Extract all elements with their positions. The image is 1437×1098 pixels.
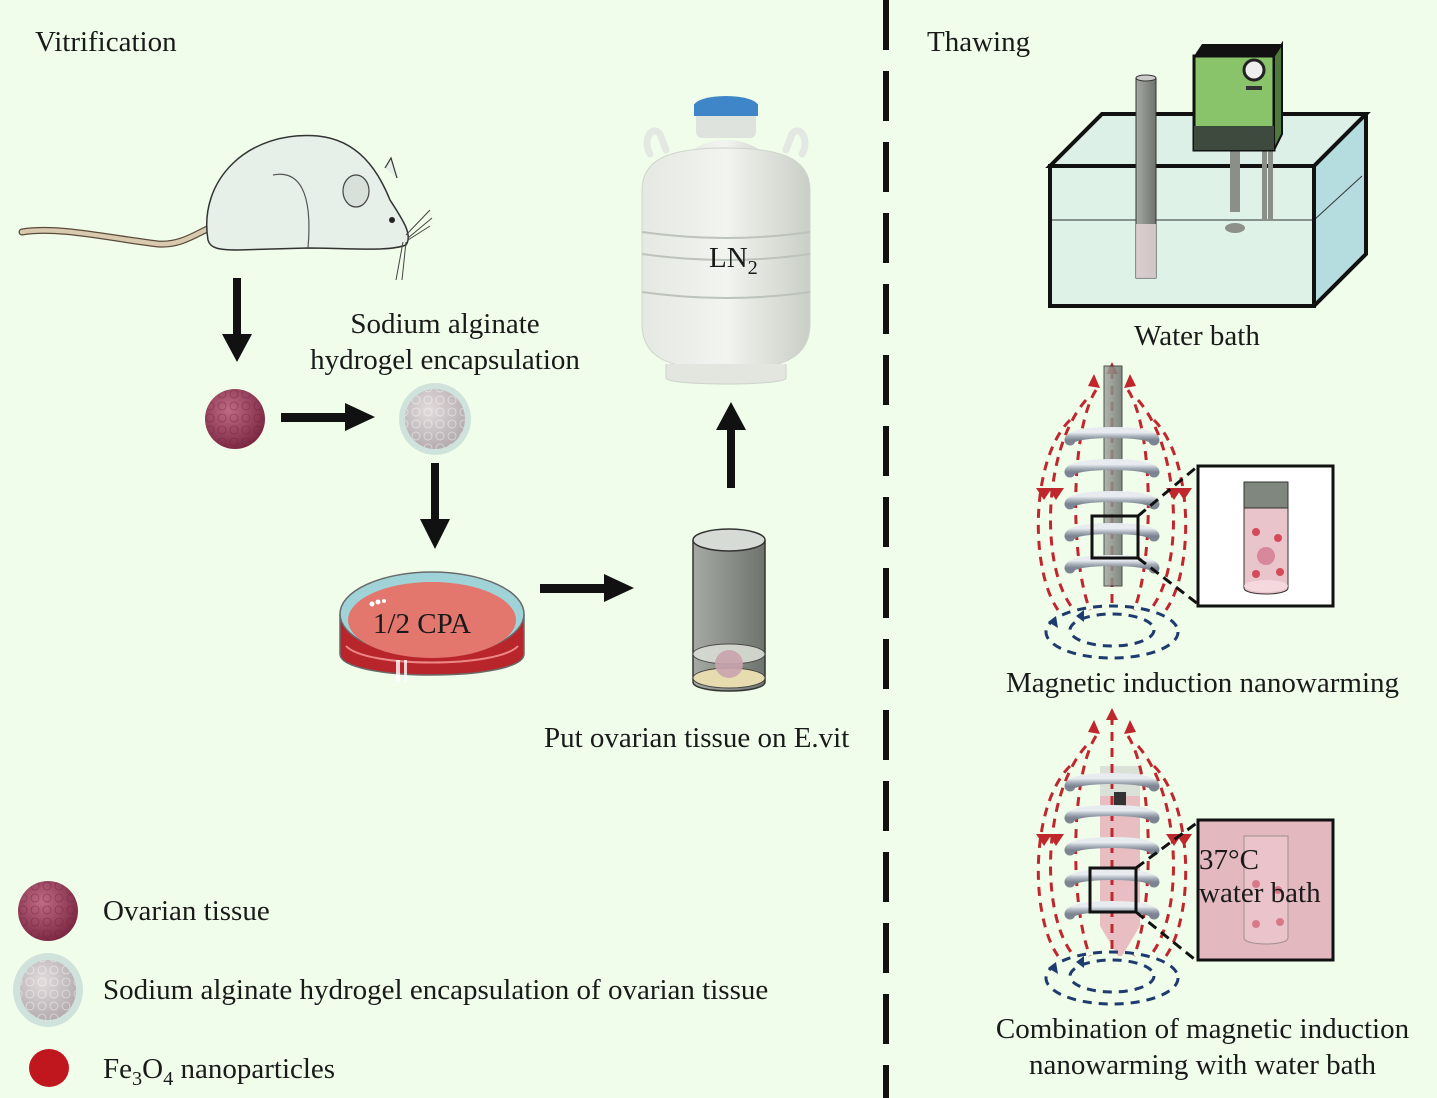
magnetic-induction-label: Magnetic induction nanowarming [1005,667,1399,699]
ln2-label-main: LN [709,242,748,274]
alginate-label-line2: hydrogel encapsulation [310,344,580,376]
water-bath-label: Water bath [1134,320,1260,352]
ln2-label: LN2 [709,240,758,280]
petri-dish-icon [339,571,525,682]
nanoparticles-text: nanoparticles [173,1053,336,1085]
combination-label-line2: nanowarming with water bath [1028,1049,1377,1081]
evit-label: Put ovarian tissue on E.vit [544,722,850,754]
evit-device-icon [692,528,766,692]
legend-label-encapsulated: Sodium alginate hydrogel encapsulation o… [103,974,769,1006]
alginate-label-line1: Sodium alginate [350,308,540,340]
o-subscript: 4 [163,1068,174,1091]
section-divider [883,0,889,1098]
arrow-right-icon [281,403,375,431]
fe-text: Fe [103,1053,132,1085]
o-text: O [142,1053,164,1085]
encapsulated-tissue-icon [13,953,83,1027]
vitrification-title: Vitrification [35,26,177,58]
legend-label-ovarian-tissue: Ovarian tissue [103,895,270,927]
ovarian-tissue-icon [18,881,78,941]
fe-subscript: 3 [132,1068,143,1091]
thawing-title: Thawing [927,26,1031,58]
legend-label-nanoparticles: Fe3O4 nanoparticles [103,1051,336,1091]
encapsulated-tissue-icon [399,383,471,455]
magnetic-induction-coil-icon [1036,362,1335,660]
inset-temp-label: 37°C [1199,844,1259,876]
ovarian-tissue-icon [205,389,265,449]
arrow-down-icon [420,463,450,549]
combination-label-line1: Combination of magnetic induction [995,1013,1410,1045]
inset-water-bath-label: water bath [1199,877,1321,909]
nanoparticle-icon [29,1049,69,1087]
mouse-icon [18,134,433,281]
combination-coil-icon [1036,708,1335,1006]
ln2-label-subscript: 2 [747,257,758,280]
water-bath-icon [1045,40,1371,308]
arrow-down-icon [222,278,252,362]
arrow-right-icon [540,574,634,602]
ln2-tank-icon [641,96,811,385]
arrow-up-icon [716,402,746,488]
dish-label: 1/2 CPA [373,608,472,640]
